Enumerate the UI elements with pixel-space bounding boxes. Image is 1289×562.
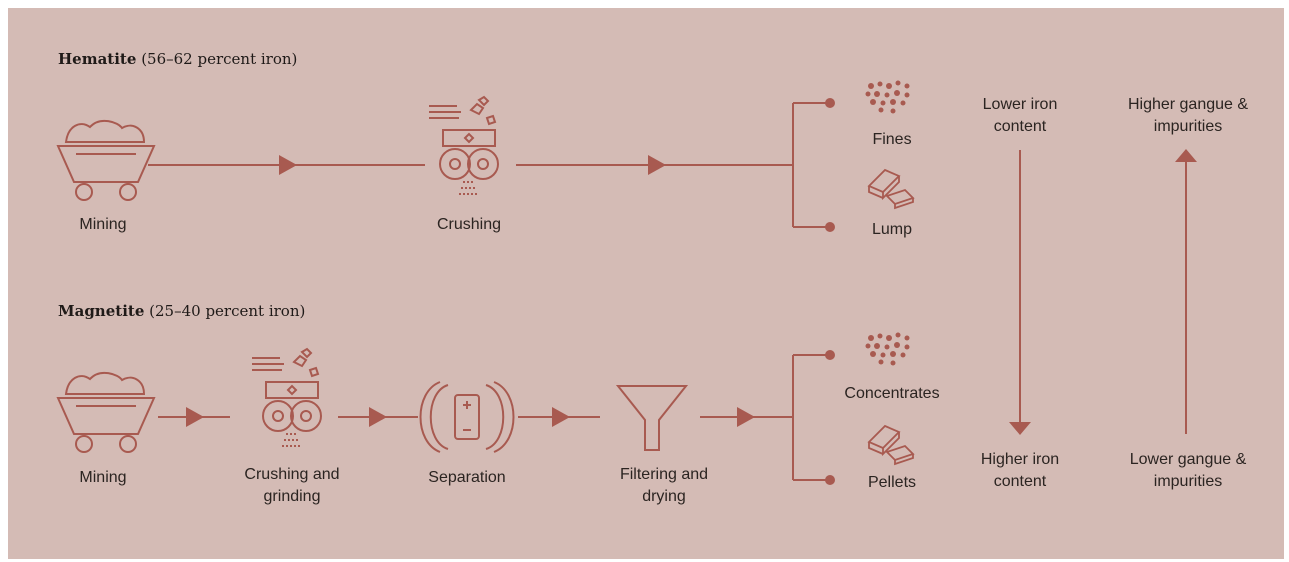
magnetite-output-pellets: Pellets [868, 474, 916, 491]
hematite-flow [57, 80, 914, 232]
magnetite-step-mining: Mining [79, 469, 126, 486]
concentrates-icon [865, 332, 910, 366]
magnetite-output-concentrates: Concentrates [844, 385, 939, 402]
hematite-output-fines: Fines [872, 131, 911, 148]
crusher-icon [428, 96, 499, 195]
magnetite-step-filtering: Filtering and drying [620, 466, 708, 505]
diagram-panel [8, 8, 1284, 559]
iron-scale-bottom: Higher iron content [981, 451, 1059, 490]
arrow-icon [279, 155, 297, 175]
arrow-down-icon [1009, 422, 1031, 435]
hematite-output-lump: Lump [872, 221, 912, 238]
lump-icon [868, 169, 914, 209]
mining-cart-icon [57, 119, 155, 201]
magnetite-step-crushing: Crushing and grinding [244, 466, 339, 505]
fines-icon [865, 80, 910, 114]
funnel-icon [615, 385, 689, 451]
iron-scale-top: Lower iron content [983, 96, 1058, 135]
hematite-heading: Hematite (56–62 percent iron) [58, 50, 297, 68]
arrow-icon [552, 407, 570, 427]
arrow-icon [648, 155, 666, 175]
magnetic-separator-icon [419, 381, 515, 453]
hematite-step-mining: Mining [79, 216, 126, 233]
arrow-icon [186, 407, 204, 427]
arrow-icon [737, 407, 755, 427]
magnetite-step-separation: Separation [428, 469, 505, 486]
arrow-icon [369, 407, 387, 427]
pellets-icon [868, 425, 914, 465]
arrow-up-icon [1175, 149, 1197, 162]
magnetite-heading: Magnetite (25–40 percent iron) [58, 302, 305, 320]
crusher-grinder-icon [251, 348, 322, 447]
mining-cart-icon [57, 371, 155, 453]
gangue-scale-bottom: Lower gangue & impurities [1130, 451, 1247, 490]
hematite-step-crushing: Crushing [437, 216, 501, 233]
gangue-scale-top: Higher gangue & impurities [1128, 96, 1248, 135]
magnetite-flow [57, 332, 914, 485]
